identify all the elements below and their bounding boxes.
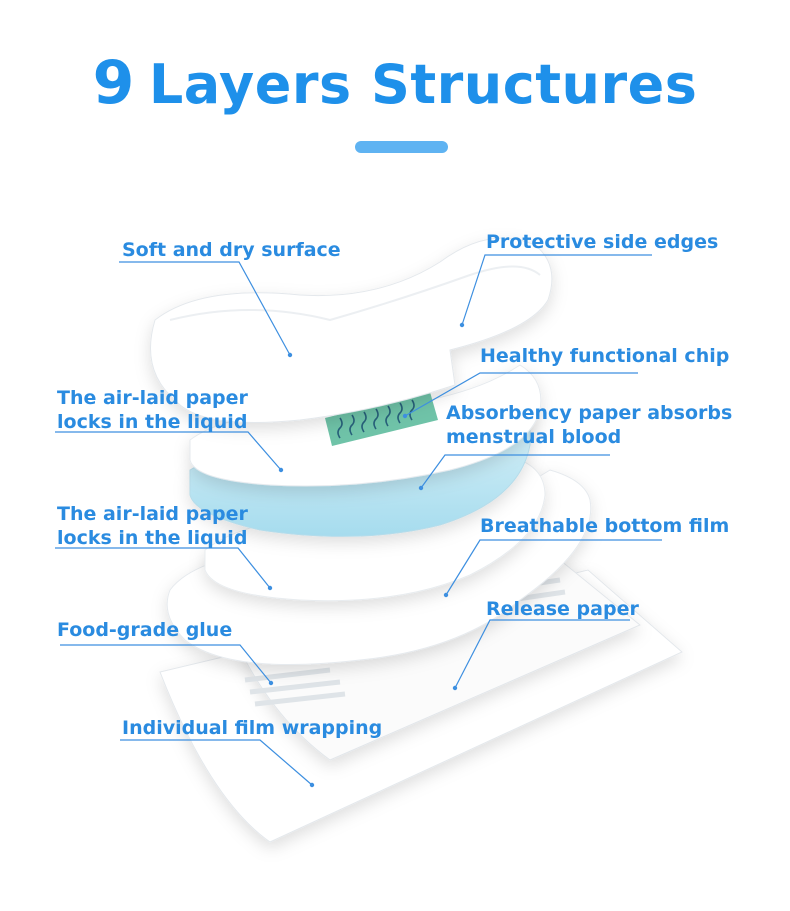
label-film-wrapping: Individual film wrapping <box>122 717 383 739</box>
title-underline <box>355 141 448 153</box>
leader-lines <box>55 254 662 786</box>
top-surface-layer <box>150 237 553 423</box>
label-soft-surface: Soft and dry surface <box>122 239 341 261</box>
title-text: Layers Structures <box>148 53 698 116</box>
label-bottom-film: Breathable bottom film <box>480 515 730 537</box>
label-side-edges: Protective side edges <box>486 231 719 253</box>
label-airlaid-1-line1: The air-laid paper <box>57 387 248 409</box>
label-airlaid-2-line2: locks in the liquid <box>57 527 248 549</box>
label-absorbency-line2: menstrual blood <box>446 426 622 448</box>
label-glue: Food-grade glue <box>57 619 233 641</box>
title-number: 9 <box>92 48 135 118</box>
label-airlaid-1-line2: locks in the liquid <box>57 411 248 433</box>
leader-dots <box>267 322 465 788</box>
functional-chip <box>325 392 438 446</box>
side-edge-layer <box>169 265 541 322</box>
label-functional-chip: Healthy functional chip <box>480 345 730 367</box>
label-release-paper: Release paper <box>486 598 639 620</box>
label-airlaid-2-line1: The air-laid paper <box>57 503 248 525</box>
label-absorbency-line1: Absorbency paper absorbs <box>446 402 733 424</box>
release-paper-layer <box>239 559 641 761</box>
